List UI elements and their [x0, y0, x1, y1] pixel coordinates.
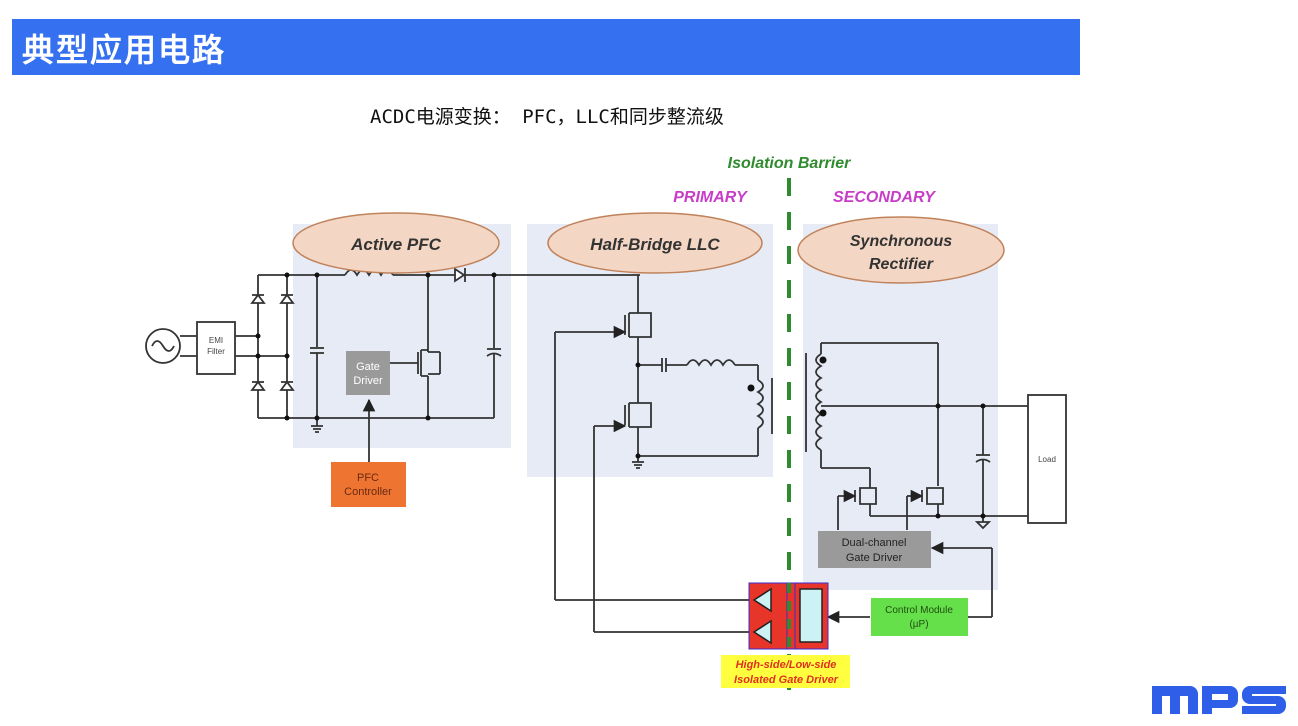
stage-ellipse-llc: [547, 212, 763, 274]
mps-logo: [1152, 686, 1286, 714]
stage-ellipse-pfc: [292, 212, 500, 274]
control-module-line2: (µP): [909, 619, 928, 630]
stage-ellipse-sr: [797, 216, 1005, 284]
emi-label-line1: EMI: [209, 336, 223, 345]
panel-sr: [803, 224, 998, 590]
page-title: 典型应用电路: [22, 31, 227, 69]
isolated-gate-driver: [748, 582, 829, 650]
control-module-block: [871, 598, 968, 636]
control-module-line1: Control Module: [885, 605, 953, 616]
subtitle: ACDC电源变换： PFC，LLC和同步整流级: [370, 106, 724, 128]
primary-label: PRIMARY: [673, 189, 748, 206]
transformer-primary: [756, 379, 764, 429]
emi-label-line2: Filter: [207, 347, 225, 356]
stage-label-llc: Half-Bridge LLC: [590, 235, 720, 254]
llc-high-side-mosfet: [624, 310, 652, 338]
stage-label-sr-line2: Rectifier: [869, 256, 934, 273]
junction-dots: [255, 272, 986, 519]
isolated-driver-line1: High-side/Low-side: [736, 659, 837, 671]
pfc-controller-block: [331, 462, 406, 507]
isolation-barrier-label: Isolation Barrier: [728, 155, 851, 172]
load-block: [1027, 394, 1067, 524]
isolated-driver-line2: Isolated Gate Driver: [734, 674, 839, 686]
transformer-secondary: [815, 353, 823, 451]
pfc-gate-driver-line2: Driver: [353, 375, 383, 387]
pfc-gate-driver-line1: Gate: [356, 361, 380, 373]
bridge-diodes: [250, 293, 295, 391]
pfc-controller-line1: PFC: [357, 472, 379, 484]
pfc-gate-driver-block: [346, 351, 390, 395]
ac-source-icon: [145, 328, 181, 364]
llc-low-side-mosfet: [624, 402, 652, 428]
load-label: Load: [1038, 455, 1056, 464]
dual-driver-line1: Dual-channel: [842, 537, 907, 549]
stage-label-sr-line1: Synchronous: [850, 233, 952, 250]
secondary-label: SECONDARY: [833, 189, 936, 206]
emi-filter-block: [196, 321, 236, 375]
dual-driver-line2: Gate Driver: [846, 552, 903, 564]
stage-label-pfc: Active PFC: [350, 235, 441, 254]
title-banner: 典型应用电路: [12, 19, 1080, 75]
pfc-controller-line2: Controller: [344, 486, 392, 498]
isolated-driver-label-bg: [721, 655, 850, 688]
dual-channel-gate-driver-block: [818, 531, 931, 568]
